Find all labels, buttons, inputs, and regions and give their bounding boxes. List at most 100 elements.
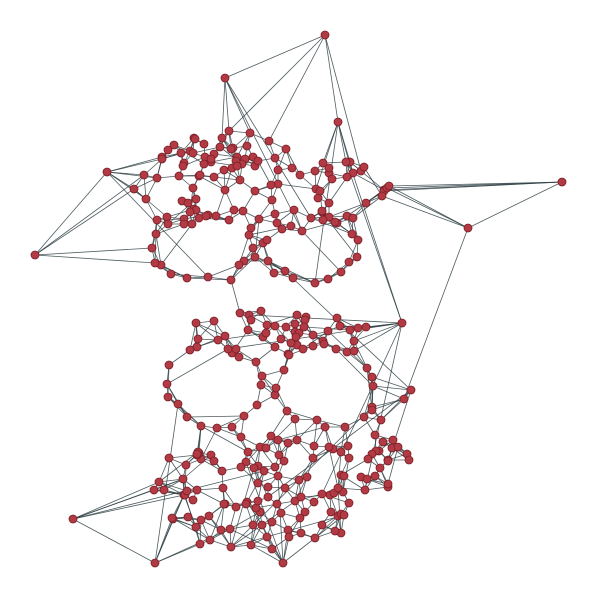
graph-edge — [158, 481, 185, 496]
graph-node — [238, 206, 248, 216]
graph-edge — [328, 202, 367, 218]
graph-node — [284, 532, 294, 542]
graph-edge — [383, 181, 563, 192]
graph-edge — [72, 470, 265, 520]
graph-node — [220, 185, 230, 195]
graph-edge — [34, 247, 153, 256]
graph-edge — [302, 330, 329, 350]
graph-edge — [207, 264, 240, 278]
graph-node — [246, 315, 256, 325]
graph-edge — [337, 121, 351, 163]
graph-node — [272, 218, 282, 228]
graph-edge — [286, 410, 318, 421]
graph-node — [323, 274, 333, 284]
graph-node — [188, 495, 198, 505]
graph-node — [384, 181, 394, 191]
graph-node — [281, 144, 291, 154]
graph-edge — [348, 161, 403, 324]
graph-node — [102, 167, 112, 177]
graph-node — [141, 194, 151, 204]
graph-node — [223, 344, 233, 354]
graph-node — [218, 483, 228, 493]
graph-node — [330, 526, 340, 536]
graph-edge — [248, 314, 403, 324]
graph-node — [378, 437, 388, 447]
graph-edge — [381, 195, 469, 229]
graph-edge — [467, 181, 563, 229]
graph-node — [330, 217, 340, 227]
graph-edge — [195, 322, 219, 341]
graph-edge — [388, 185, 469, 229]
graph-node — [256, 306, 266, 316]
graph-edge — [224, 77, 230, 132]
graph-node — [277, 224, 287, 234]
graph-node — [129, 184, 139, 194]
graph-node — [296, 528, 306, 538]
graph-edge — [261, 524, 284, 564]
graph-node — [139, 170, 149, 180]
node-layer — [30, 30, 567, 568]
graph-node — [333, 483, 343, 493]
graph-edge — [250, 199, 273, 229]
graph-edge — [270, 410, 288, 437]
graph-edge — [363, 385, 374, 418]
graph-node — [151, 229, 161, 239]
graph-edge — [265, 418, 296, 449]
graph-node — [272, 499, 282, 509]
graph-node — [149, 485, 159, 495]
graph-edge — [221, 34, 326, 139]
graph-node — [203, 272, 213, 282]
graph-node — [297, 226, 307, 236]
graph-node — [388, 435, 398, 445]
graph-node — [262, 235, 272, 245]
graph-node — [217, 466, 227, 476]
graph-node — [204, 511, 214, 521]
graph-node — [306, 213, 316, 223]
graph-edge — [324, 34, 362, 172]
graph-node — [163, 219, 173, 229]
graph-node — [152, 215, 162, 225]
graph-edge — [166, 348, 229, 385]
graph-edge — [371, 398, 405, 408]
graph-node — [278, 558, 288, 568]
graph-node — [190, 134, 200, 144]
graph-node — [393, 442, 403, 452]
graph-node — [267, 517, 277, 527]
graph-node — [281, 322, 291, 332]
graph-node — [188, 183, 198, 193]
graph-node — [235, 175, 245, 185]
graph-edge — [301, 230, 342, 273]
graph-node — [331, 344, 341, 354]
graph-edge — [196, 489, 225, 505]
graph-node — [209, 456, 219, 466]
graph-node — [185, 207, 195, 217]
graph-node — [263, 256, 273, 266]
graph-node — [370, 430, 380, 440]
graph-node — [335, 321, 345, 331]
graph-node — [192, 342, 202, 352]
graph-node — [349, 336, 359, 346]
graph-edge — [224, 77, 312, 219]
graph-node — [291, 332, 301, 342]
graph-node — [361, 322, 371, 332]
graph-edge — [284, 270, 316, 284]
graph-node — [68, 514, 78, 524]
graph-node — [195, 170, 205, 180]
graph-node — [253, 478, 263, 488]
graph-node — [397, 318, 407, 328]
graph-edge — [195, 322, 226, 337]
graph-node — [310, 278, 320, 288]
graph-node — [30, 250, 40, 260]
graph-node — [206, 154, 216, 164]
graph-node — [362, 474, 372, 484]
graph-node — [211, 211, 221, 221]
graph-node — [243, 447, 253, 457]
graph-node — [280, 266, 290, 276]
graph-node — [215, 142, 225, 152]
graph-edge — [186, 415, 245, 418]
graph-node — [224, 215, 234, 225]
graph-node — [231, 344, 241, 354]
graph-edge — [34, 254, 156, 264]
graph-node — [367, 372, 377, 382]
